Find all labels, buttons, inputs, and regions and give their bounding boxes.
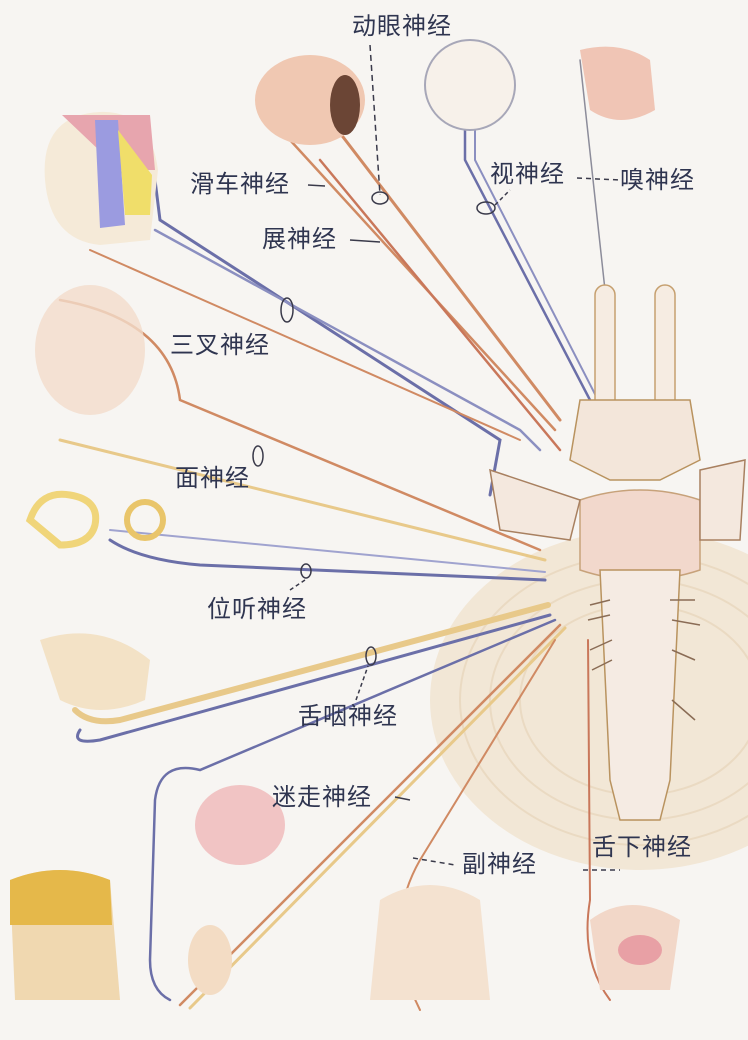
inner-ear (25, 490, 166, 549)
tongue-muscles (590, 905, 680, 990)
heart-lungs (195, 785, 285, 865)
label-trigeminal-nerve: 三叉神经 (170, 331, 270, 359)
head-sensory-regions (44, 111, 158, 245)
label-glossopharyngeal-nerve: 舌咽神经 (298, 702, 398, 730)
tongue-pharynx (40, 633, 150, 710)
leader-lines (252, 44, 621, 871)
label-accessory-nerve: 副神经 (462, 850, 537, 878)
label-facial-nerve: 面神经 (175, 464, 250, 492)
label-abducens-nerve: 展神经 (262, 225, 337, 253)
label-vagus-nerve: 迷走神经 (272, 783, 372, 811)
label-hypoglossal-nerve: 舌下神经 (592, 833, 692, 861)
face-muscles (35, 285, 145, 415)
label-trochlear-nerve: 滑车神经 (190, 170, 290, 198)
intestines (10, 870, 120, 1000)
neck-shoulder (370, 885, 490, 1000)
brainstem (489, 284, 746, 821)
label-vestibulocochlear-nerve: 位听神经 (207, 595, 307, 623)
ear (188, 925, 232, 995)
eyeball (424, 39, 516, 131)
label-oculomotor-nerve: 动眼神经 (352, 12, 452, 40)
label-olfactory-nerve: 嗅神经 (620, 166, 695, 194)
eye-orbit (255, 55, 365, 145)
nasal-cavity (580, 46, 655, 120)
label-optic-nerve: 视神经 (490, 160, 565, 188)
